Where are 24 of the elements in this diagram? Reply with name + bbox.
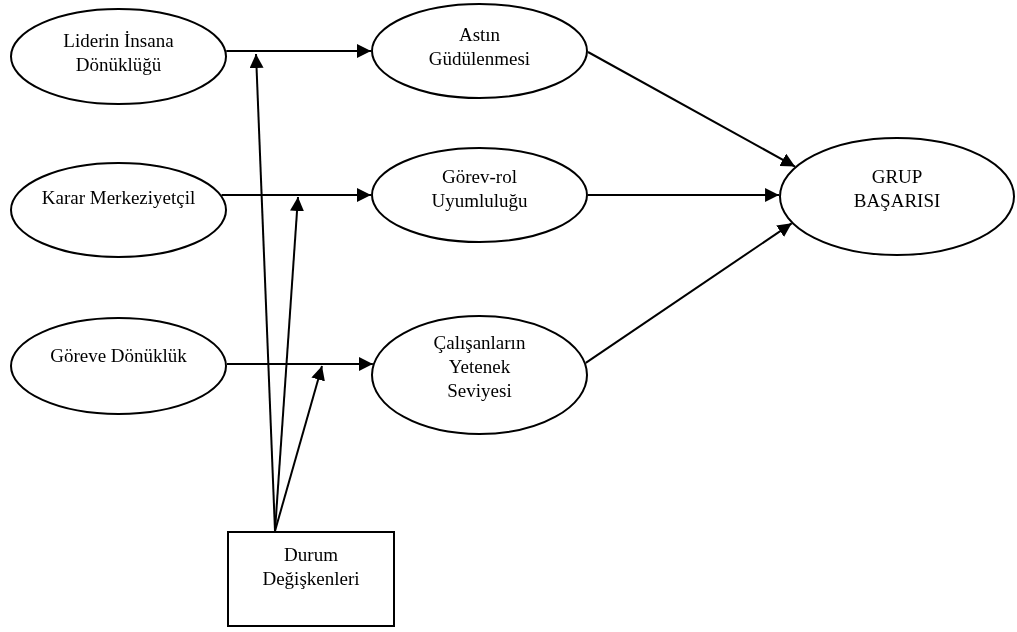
arrow — [274, 365, 325, 532]
arrow — [587, 51, 797, 168]
ellipse-node — [779, 137, 1015, 256]
arrow — [225, 357, 374, 371]
node-label: Çalışanların Yetenek Seviyesi — [432, 331, 527, 403]
arrow — [225, 44, 372, 58]
ellipse-node — [371, 147, 588, 243]
ellipse-node — [371, 315, 588, 435]
node-label: Astın Güdülenmesi — [427, 23, 532, 71]
arrow — [220, 188, 372, 202]
node-label: Görev-rol Uyumluluğu — [430, 165, 529, 213]
node-label: Liderin İnsana Dönüklüğü — [62, 28, 175, 77]
node-label: Durum Değişkenleri — [261, 543, 361, 591]
ellipse-node — [10, 8, 227, 105]
process-box — [227, 531, 395, 627]
arrow — [584, 222, 793, 364]
arrow — [587, 188, 781, 202]
node-label: Göreve Dönüklük — [50, 344, 187, 368]
ellipse-node — [371, 3, 588, 99]
ellipse-node — [10, 317, 227, 415]
ellipse-node — [10, 162, 227, 258]
arrow — [274, 196, 304, 532]
node-label: Karar Merkeziyetçil — [41, 186, 196, 210]
node-label: GRUP BAŞARISI — [852, 164, 942, 213]
